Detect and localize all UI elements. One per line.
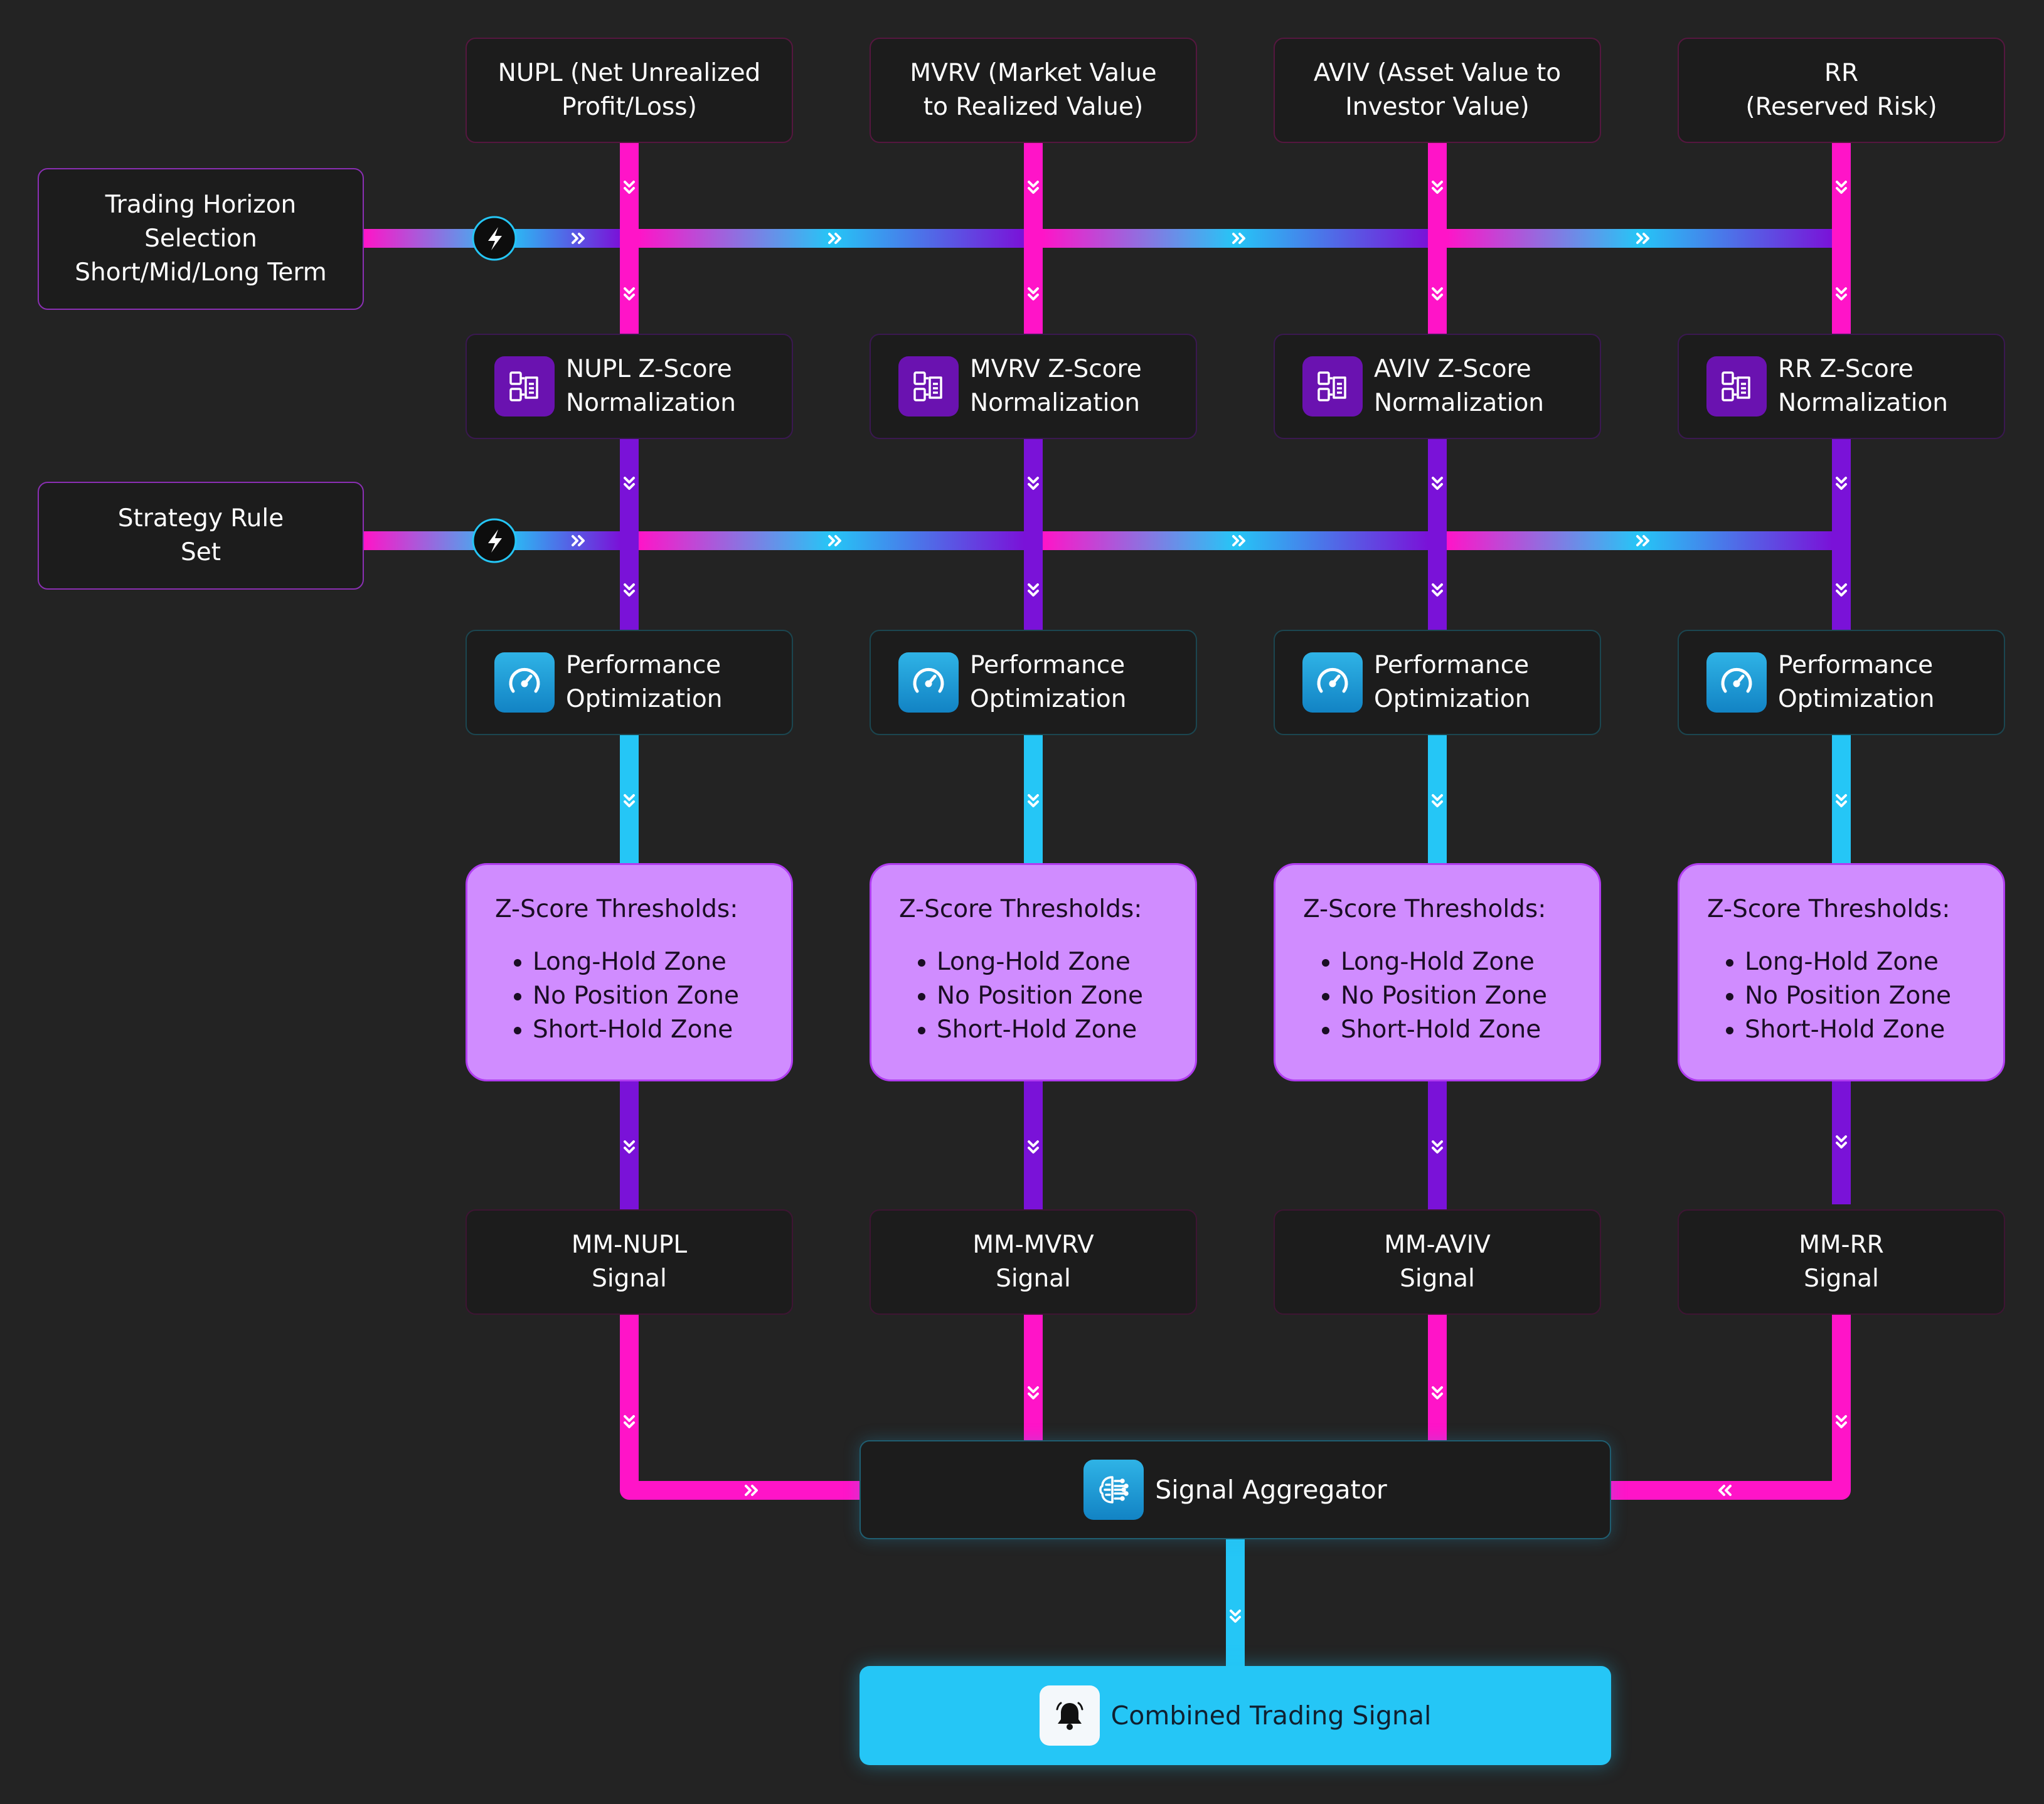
normalization-label: MVRV Z-Score Normalization xyxy=(970,355,1142,417)
strategy-rule-node[interactable]: Strategy Rule Set xyxy=(38,482,364,590)
strategy-rule-label: Strategy Rule Set xyxy=(117,504,284,566)
input-label: MVRV (Market Value to Realized Value) xyxy=(910,59,1157,121)
performance-node-rr[interactable]: Performance Optimization xyxy=(1678,630,2005,735)
speedometer-icon xyxy=(1302,652,1363,713)
bell-icon xyxy=(1039,1685,1100,1746)
right-chevrons xyxy=(572,233,1649,1496)
threshold-item: Long-Hold Zone xyxy=(1745,945,2003,979)
signal-connectors xyxy=(620,1315,1851,1500)
threshold-list: Long-Hold Zone No Position Zone Short-Ho… xyxy=(899,945,1195,1047)
document-transform-icon xyxy=(1302,356,1363,417)
performance-label: Performance Optimization xyxy=(1374,651,1531,713)
normalization-node-nupl[interactable]: NUPL Z-Score Normalization xyxy=(466,334,793,439)
threshold-item: Long-Hold Zone xyxy=(937,945,1195,979)
threshold-list: Long-Hold Zone No Position Zone Short-Ho… xyxy=(495,945,791,1047)
threshold-item: Long-Hold Zone xyxy=(533,945,791,979)
performance-label: Performance Optimization xyxy=(566,651,723,713)
signal-connectors-center xyxy=(1024,1315,1447,1440)
combined-label: Combined Trading Signal xyxy=(1110,1701,1432,1731)
performance-node-nupl[interactable]: Performance Optimization xyxy=(466,630,793,735)
signal-node-nupl[interactable]: MM-NUPL Signal xyxy=(466,1209,793,1315)
aggregator-label: Signal Aggregator xyxy=(1155,1475,1387,1505)
document-transform-icon xyxy=(898,356,959,417)
normalization-label: AVIV Z-Score Normalization xyxy=(1374,355,1545,417)
input-node-aviv[interactable]: AVIV (Asset Value to Investor Value) xyxy=(1274,38,1601,143)
threshold-item: No Position Zone xyxy=(1341,979,1599,1013)
signal-aggregator-node[interactable]: Signal Aggregator xyxy=(860,1440,1611,1539)
input-connectors xyxy=(620,143,1851,335)
threshold-item: Long-Hold Zone xyxy=(1341,945,1599,979)
signal-node-aviv[interactable]: MM-AVIV Signal xyxy=(1274,1209,1601,1315)
signal-node-mvrv[interactable]: MM-MVRV Signal xyxy=(870,1209,1197,1315)
brain-circuit-icon xyxy=(1083,1460,1144,1520)
signal-label: MM-AVIV Signal xyxy=(1384,1231,1491,1293)
normalization-node-mvrv[interactable]: MVRV Z-Score Normalization xyxy=(870,334,1197,439)
threshold-box-mvrv[interactable]: Z-Score Thresholds: Long-Hold Zone No Po… xyxy=(870,863,1197,1081)
speedometer-icon xyxy=(494,652,555,713)
combined-signal-node[interactable]: Combined Trading Signal xyxy=(860,1666,1611,1765)
threshold-item: No Position Zone xyxy=(937,979,1195,1013)
input-node-mvrv[interactable]: MVRV (Market Value to Realized Value) xyxy=(870,38,1197,143)
threshold-item: Short-Hold Zone xyxy=(533,1013,791,1047)
lightning-icon xyxy=(472,216,517,261)
performance-node-aviv[interactable]: Performance Optimization xyxy=(1274,630,1601,735)
performance-node-mvrv[interactable]: Performance Optimization xyxy=(870,630,1197,735)
speedometer-icon xyxy=(898,652,959,713)
signal-label: MM-RR Signal xyxy=(1799,1231,1884,1293)
threshold-title: Z-Score Thresholds: xyxy=(495,895,738,923)
signal-label: MM-MVRV Signal xyxy=(972,1231,1094,1293)
threshold-item: Short-Hold Zone xyxy=(937,1013,1195,1047)
input-label: RR (Reserved Risk) xyxy=(1745,59,1937,121)
lightning-icon xyxy=(472,518,517,563)
document-transform-icon xyxy=(1706,356,1767,417)
input-label: NUPL (Net Unrealized Profit/Loss) xyxy=(498,59,761,121)
zone-connectors xyxy=(620,1081,1851,1211)
threshold-item: No Position Zone xyxy=(1745,979,2003,1013)
performance-connectors xyxy=(620,735,1851,864)
speedometer-icon xyxy=(1706,652,1767,713)
down-chevrons xyxy=(624,181,1847,1623)
threshold-title: Z-Score Thresholds: xyxy=(899,895,1142,923)
normalization-node-aviv[interactable]: AVIV Z-Score Normalization xyxy=(1274,334,1601,439)
document-transform-icon xyxy=(494,356,555,417)
input-node-rr[interactable]: RR (Reserved Risk) xyxy=(1678,38,2005,143)
input-label: AVIV (Asset Value to Investor Value) xyxy=(1313,59,1562,121)
normalization-node-rr[interactable]: RR Z-Score Normalization xyxy=(1678,334,2005,439)
left-chevrons xyxy=(1718,1485,1732,1496)
normalization-connectors xyxy=(620,439,1851,631)
signal-label: MM-NUPL Signal xyxy=(571,1231,688,1293)
threshold-title: Z-Score Thresholds: xyxy=(1707,895,1951,923)
normalization-label: RR Z-Score Normalization xyxy=(1778,355,1949,417)
normalization-label: NUPL Z-Score Normalization xyxy=(566,355,737,417)
aggregator-connector xyxy=(1226,1539,1245,1666)
signal-node-rr[interactable]: MM-RR Signal xyxy=(1678,1209,2005,1315)
threshold-item: No Position Zone xyxy=(533,979,791,1013)
trading-horizon-label: Trading Horizon Selection Short/Mid/Long… xyxy=(75,191,327,287)
threshold-item: Short-Hold Zone xyxy=(1341,1013,1599,1047)
threshold-item: Short-Hold Zone xyxy=(1745,1013,2003,1047)
threshold-box-nupl[interactable]: Z-Score Thresholds: Long-Hold Zone No Po… xyxy=(466,863,793,1081)
performance-label: Performance Optimization xyxy=(970,651,1127,713)
input-node-nupl[interactable]: NUPL (Net Unrealized Profit/Loss) xyxy=(466,38,793,143)
threshold-list: Long-Hold Zone No Position Zone Short-Ho… xyxy=(1303,945,1599,1047)
threshold-box-aviv[interactable]: Z-Score Thresholds: Long-Hold Zone No Po… xyxy=(1274,863,1601,1081)
threshold-title: Z-Score Thresholds: xyxy=(1303,895,1546,923)
trading-horizon-node[interactable]: Trading Horizon Selection Short/Mid/Long… xyxy=(38,168,364,310)
performance-label: Performance Optimization xyxy=(1778,651,1935,713)
threshold-list: Long-Hold Zone No Position Zone Short-Ho… xyxy=(1707,945,2003,1047)
threshold-box-rr[interactable]: Z-Score Thresholds: Long-Hold Zone No Po… xyxy=(1678,863,2005,1081)
